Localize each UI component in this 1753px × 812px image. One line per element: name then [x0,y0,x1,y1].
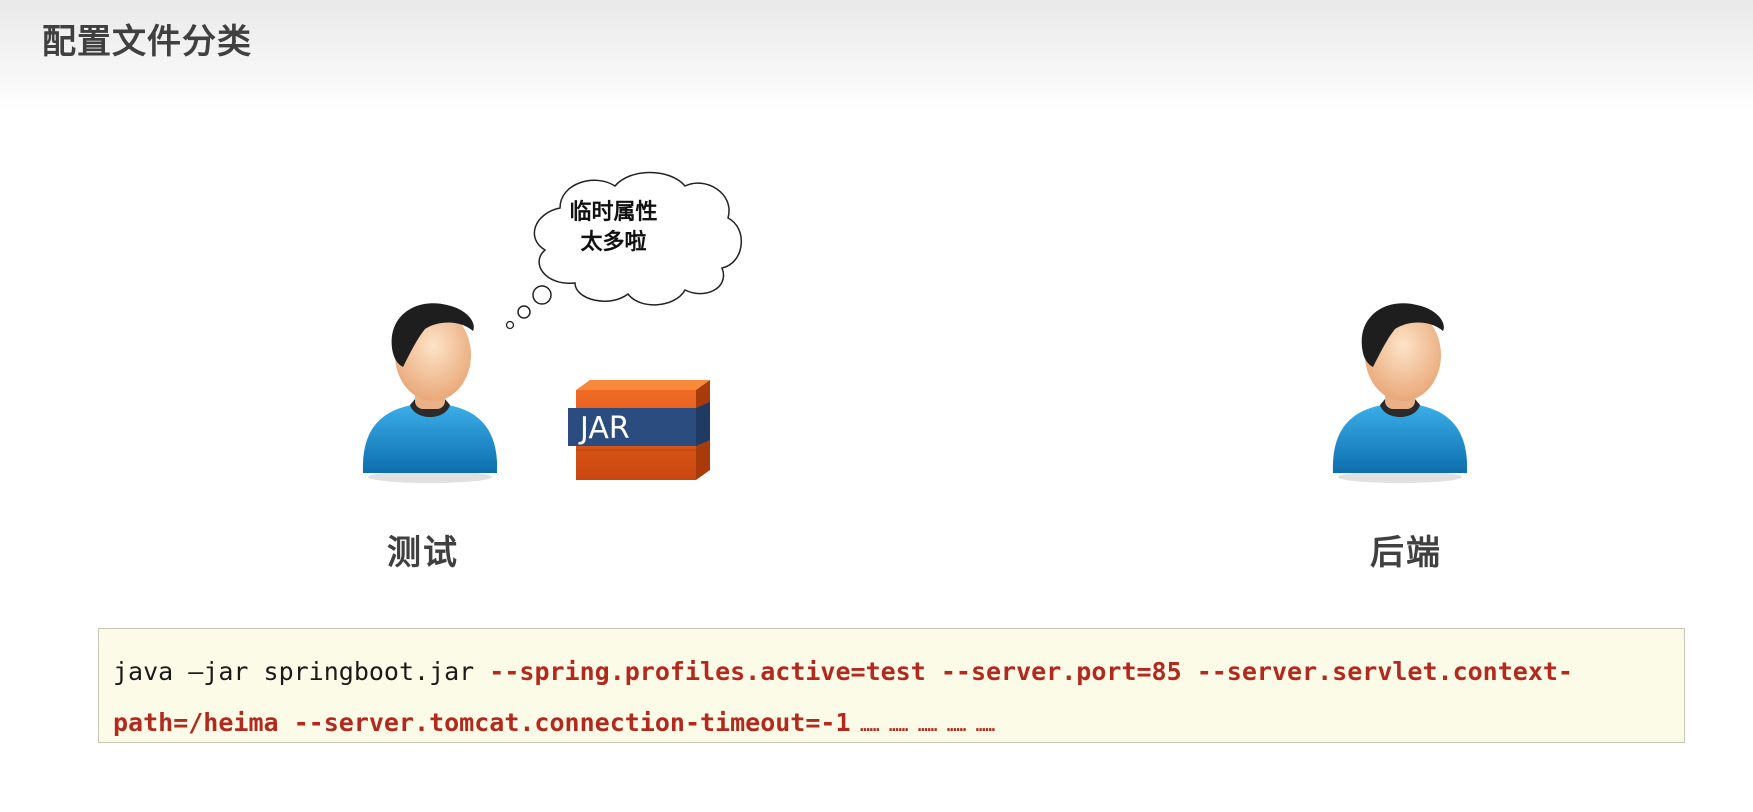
jar-label: JAR [578,411,630,446]
jar-icon: JAR [568,380,710,480]
thought-text: 临时属性 太多啦 [546,198,681,258]
command-box: java –jar springboot.jar --spring.profil… [98,628,1685,743]
command-args-line1: --spring.profiles.active=test --server.p… [489,657,1573,686]
thought-cloud [505,171,742,330]
command-prefix: java –jar springboot.jar [113,657,490,686]
command-ellipsis: …… …… …… …… …… [850,716,996,735]
backend-person-icon [1332,303,1468,483]
command-args-line2: path=/heima --server.tomcat.connection-t… [113,708,851,737]
tester-label: 测试 [387,533,459,573]
backend-label: 后端 [1370,533,1442,573]
header-band [0,0,1753,115]
tester-person-icon [362,303,498,483]
page-title: 配置文件分类 [42,22,252,62]
thought-line-1: 临时属性 [569,200,658,225]
thought-line-2: 太多啦 [580,230,647,255]
